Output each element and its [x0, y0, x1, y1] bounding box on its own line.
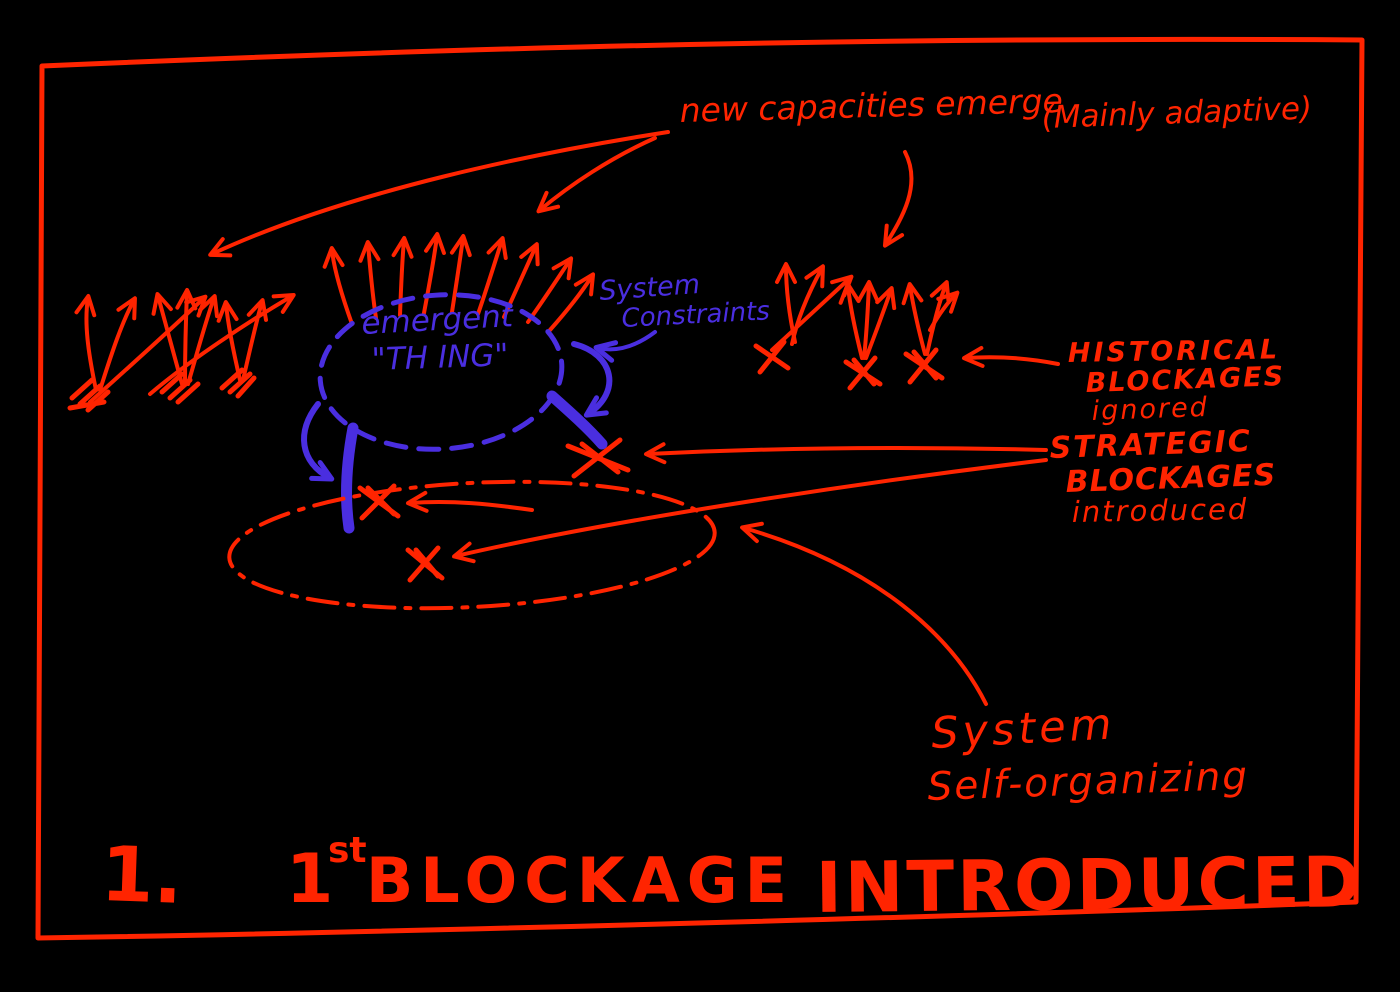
- self-organizing-leader-arrow: [740, 521, 988, 706]
- constraint-arc-right: [571, 341, 613, 418]
- frame: [35, 36, 1365, 941]
- capacity-arrow: [216, 300, 242, 382]
- title-ordinal: st: [328, 830, 367, 871]
- capacity-arrow: [928, 290, 960, 332]
- historical-line1: HISTORICAL: [1068, 334, 1281, 369]
- ignored-blockage-x: [903, 347, 945, 385]
- strategic-leader-line-upper: [644, 442, 1048, 465]
- ignored-blockage-x: [843, 355, 883, 391]
- emergent-label-line2: "TH ING": [371, 337, 509, 378]
- slide-title: 1. 1 st BLOCKAGE INTRODUCED: [99, 829, 1364, 929]
- self-organizing-system-boundary: [227, 479, 717, 611]
- capacity-arrow: [322, 246, 354, 326]
- ignored-blockage-x: [753, 339, 791, 375]
- capacity-arrow: [775, 262, 798, 344]
- strategic-leader-line-lower: [452, 458, 1048, 564]
- historical-blockages-label: HISTORICAL BLOCKAGES ignored: [962, 334, 1286, 427]
- hatch-marks: [219, 367, 257, 399]
- emergent-label-line1: emergent: [361, 298, 516, 342]
- right-capacity-arrow-clusters: [753, 262, 960, 391]
- new-capacities-label: new capacities emerge: [679, 81, 1063, 130]
- capacity-arrow: [502, 242, 540, 319]
- historical-leader-arrow: [962, 345, 1060, 368]
- capacity-arrow: [864, 286, 897, 360]
- title-one: 1: [286, 840, 333, 919]
- self-organizing-line1: System: [930, 699, 1117, 759]
- strategic-line1: STRATEGIC: [1049, 424, 1252, 466]
- capacity-arrow: [476, 236, 508, 316]
- self-organizing-line2: Self-organizing: [927, 754, 1250, 810]
- capacity-arrow: [241, 298, 269, 382]
- system-constraints-annotation: System Constraints: [593, 269, 771, 363]
- leader-arrow-to-left-cluster: [208, 130, 670, 258]
- system-constraints-line2: Constraints: [621, 296, 771, 334]
- capacity-arrow: [925, 280, 951, 356]
- system-boundary: [227, 479, 717, 611]
- historical-line3: ignored: [1091, 392, 1209, 427]
- left-capacity-arrow-clusters: [67, 288, 296, 413]
- annotation-new-capacities: new capacities emerge (Mainly adaptive): [208, 81, 1313, 258]
- capacity-arrow: [838, 282, 864, 360]
- capacity-arrow: [391, 236, 414, 317]
- capacity-arrow: [175, 288, 198, 386]
- blockage-x-mark: [405, 545, 445, 583]
- constraint-flow-arrows: [301, 341, 613, 534]
- blockage-x-mark: [565, 437, 631, 479]
- self-organizing-label: System Self-organizing: [740, 521, 1250, 810]
- hatch-marks: [67, 377, 111, 413]
- capacity-arrow: [98, 296, 137, 392]
- capacity-arrow: [901, 282, 927, 356]
- capacity-arrow: [186, 294, 219, 386]
- title-word1: BLOCKAGE: [366, 844, 794, 917]
- capacity-arrow: [74, 294, 98, 392]
- emergent-thing-boundary: [317, 292, 565, 452]
- frame-border: [35, 36, 1365, 941]
- historical-line2: BLOCKAGES: [1085, 361, 1285, 399]
- arrow-to-left-blockage: [406, 490, 534, 513]
- title-word2: INTRODUCED: [815, 841, 1364, 929]
- system-constraints-line1: System: [598, 269, 701, 307]
- leader-arrow-to-center-fan: [536, 136, 657, 214]
- constraints-leader-arrow: [593, 330, 657, 363]
- emergent-thing: emergent "TH ING": [317, 292, 565, 452]
- capacity-arrow: [857, 280, 880, 360]
- constraint-slash-right: [546, 390, 608, 450]
- leader-arrow-to-right-cluster: [882, 150, 914, 248]
- strategic-blockages-label: STRATEGIC BLOCKAGES introduced: [452, 424, 1277, 564]
- strategic-blockage-marks: [357, 437, 631, 583]
- capacity-arrow: [422, 232, 446, 315]
- strategic-line3: introduced: [1072, 492, 1249, 529]
- constraint-slash-left: [340, 422, 359, 534]
- strategic-line2: BLOCKAGES: [1065, 458, 1277, 500]
- capacity-arrow: [449, 234, 472, 314]
- capacity-arrow: [548, 272, 596, 332]
- hatch-marks: [159, 371, 201, 405]
- constraint-arc-left: [301, 401, 335, 482]
- mainly-adaptive-label: (Mainly adaptive): [1041, 91, 1313, 136]
- title-number: 1.: [99, 829, 184, 921]
- capacity-arrow: [148, 292, 296, 396]
